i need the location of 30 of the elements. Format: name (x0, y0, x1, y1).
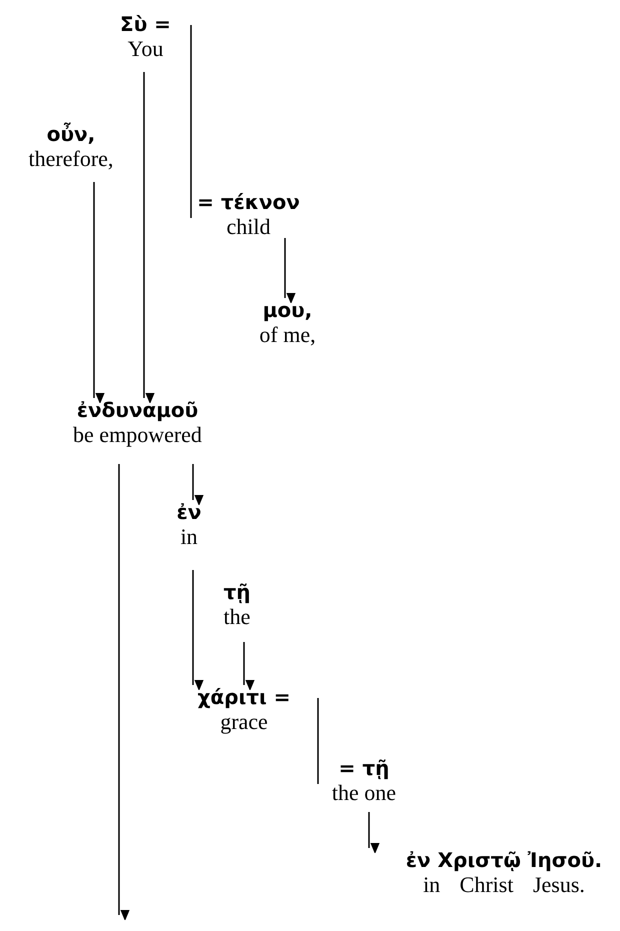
greek-word: = τέκνον (197, 190, 300, 214)
arrow (118, 464, 130, 921)
english-gloss: therefore, (28, 146, 114, 172)
arrow (93, 182, 105, 404)
english-gloss: the one (332, 780, 396, 806)
english-gloss: You (128, 36, 164, 62)
greek-word: ἐνδυναμοῦ (76, 398, 198, 422)
connector-line (190, 25, 192, 218)
english-gloss: in Christ Jesus. (423, 872, 585, 898)
arrow (192, 464, 204, 506)
greek-word: χάριτι = (197, 685, 291, 709)
arrow (143, 72, 155, 404)
arrow (243, 642, 255, 691)
english-gloss: be empowered (73, 422, 202, 448)
greek-word: μου, (262, 298, 312, 322)
arrow (284, 238, 296, 304)
english-gloss: in (180, 524, 198, 550)
english-gloss: of me, (259, 322, 316, 348)
connector-line (317, 698, 319, 784)
greek-word: οὖν, (46, 122, 96, 146)
arrow (368, 812, 380, 854)
english-gloss: grace (220, 709, 268, 735)
greek-word: ἐν (176, 500, 202, 524)
greek-word: τῇ (223, 580, 250, 604)
greek-word: ἐν Χριστῷ Ἰησοῦ. (406, 848, 602, 872)
greek-word: Σὺ = (120, 12, 171, 36)
english-gloss: child (226, 214, 270, 240)
greek-word: = τῇ (338, 756, 390, 780)
arrow (192, 570, 204, 691)
english-gloss: the (224, 604, 250, 630)
